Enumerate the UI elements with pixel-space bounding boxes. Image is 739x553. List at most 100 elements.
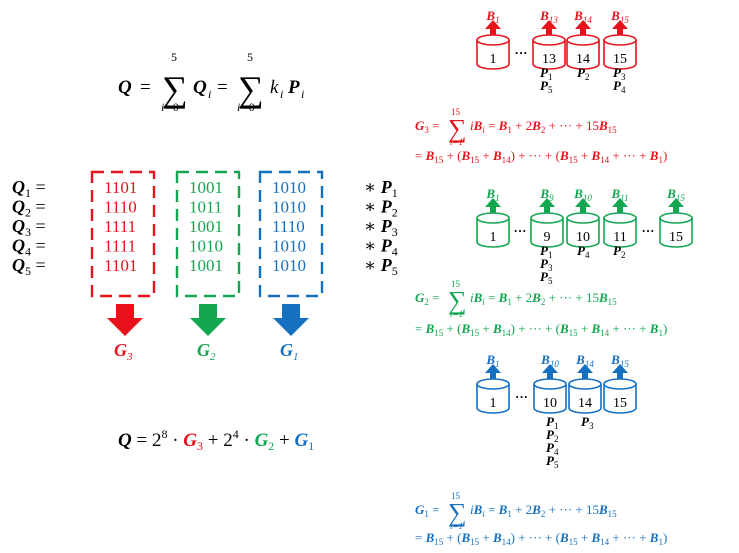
- svg-text:10: 10: [543, 396, 557, 411]
- eq-line1-rhs: iBi = B1 + 2B2 + ··· + 15B15: [470, 118, 617, 135]
- bucket-14: 14: [568, 378, 602, 414]
- svg-text:=: =: [140, 77, 151, 98]
- arrow-up-icon: [575, 20, 591, 36]
- svg-text:P: P: [287, 77, 300, 98]
- svg-text:∑: ∑: [238, 69, 264, 109]
- svg-text:k: k: [270, 77, 279, 98]
- eq-g-sub: 1: [424, 509, 429, 519]
- bucket-points-p1: P1: [540, 65, 552, 82]
- sum-lower: i=1: [450, 309, 463, 319]
- row-point-p3: ∗ P3: [364, 216, 398, 239]
- bucket-9: 9: [530, 212, 564, 248]
- bucket-label-b11: B11: [610, 186, 628, 203]
- arrow-down-icon-blue: [273, 304, 309, 336]
- arrow-up-icon: [575, 198, 591, 214]
- bits-g3-row4: 1111: [104, 237, 136, 256]
- bucket-10: 10: [566, 212, 600, 248]
- bucket-points-p3: P3: [613, 65, 626, 82]
- svg-text:11: 11: [613, 230, 626, 245]
- ellipsis: ···: [515, 389, 528, 404]
- svg-text:1: 1: [490, 52, 497, 67]
- svg-text:1: 1: [490, 230, 497, 245]
- svg-text:Q = 28 · G3 + 24 · G2 + G1: Q = 28 · G3 + 24 · G2 + G1: [118, 427, 314, 453]
- svg-text:i: i: [161, 100, 164, 114]
- sum-upper: 15: [451, 279, 461, 289]
- eq-line1: G1 =: [415, 502, 439, 519]
- row-label-q5: Q5 =: [12, 255, 46, 278]
- bucket-1: 1: [476, 378, 510, 414]
- eq-line1: G2 =: [415, 290, 439, 307]
- row-label-q2: Q2 =: [12, 197, 46, 220]
- sum-lower: i=1: [450, 521, 463, 531]
- bucket-points-p3: P3: [581, 414, 594, 431]
- bucket-label-b1: B1: [485, 352, 499, 369]
- label-g2: G2: [197, 340, 216, 363]
- bucket-label-b15: B15: [610, 352, 629, 369]
- label-g3: G3: [114, 340, 133, 363]
- eq-line2: = B15 + (B15 + B14) + ··· + (B15 + B14 +…: [415, 321, 667, 338]
- bucket-points-p1: P1: [540, 243, 552, 260]
- sum-symbol: ∑: [448, 114, 467, 143]
- bits-g1-row4: 1010: [272, 237, 306, 256]
- label-g1: G1: [280, 340, 299, 363]
- bucket-label-b10: B10: [573, 186, 592, 203]
- svg-text:=: =: [217, 77, 228, 98]
- bucket-label-b9: B9: [539, 186, 554, 203]
- row-point-p4: ∗ P4: [364, 236, 398, 259]
- svg-text:15: 15: [613, 52, 627, 67]
- bucket-1: 1: [476, 212, 510, 248]
- row-label-q1: Q1 =: [12, 177, 46, 200]
- svg-text:i: i: [237, 100, 240, 114]
- row-label-q4: Q4 =: [12, 236, 46, 259]
- eq-g-sub: 2: [424, 297, 429, 307]
- sum-upper: 15: [451, 107, 461, 117]
- svg-text:13: 13: [542, 52, 556, 67]
- bits-g1-row5: 1010: [272, 256, 306, 275]
- eq-line2: = B15 + (B15 + B14) + ··· + (B15 + B14 +…: [415, 148, 667, 165]
- bucket-11: 11: [603, 212, 637, 248]
- bucket-points-p5: P5: [546, 453, 559, 470]
- equation-top: Q = ∑ 5 i=0 Q i = ∑ 5 i=0 k i P i: [118, 50, 304, 114]
- bucket-10: 10: [533, 378, 567, 414]
- svg-text:i: i: [280, 87, 283, 101]
- arrow-up-icon: [577, 364, 593, 380]
- sum-symbol: ∑: [448, 286, 467, 315]
- bucket-points-p5: P5: [540, 269, 553, 286]
- bucket-points-p4: P4: [577, 243, 590, 260]
- eq-g-sub: 3: [424, 125, 429, 135]
- bucket-points-p4: P4: [546, 440, 559, 457]
- bucket-label-b1: B1: [485, 186, 499, 203]
- sum1-upper: 5: [171, 50, 177, 64]
- ellipsis: ···: [514, 45, 527, 60]
- svg-text:i: i: [208, 87, 211, 101]
- bits-g2-row3: 1001: [189, 217, 223, 236]
- bits-g2-row1: 1001: [189, 178, 223, 197]
- bits-g3-row1: 1101: [104, 178, 137, 197]
- svg-text:=0: =0: [166, 100, 179, 114]
- bucket-points-p2: P2: [577, 65, 589, 82]
- bucket-label-b14: B14: [573, 8, 592, 25]
- svg-text:∑: ∑: [162, 69, 188, 109]
- bucket-14: 14: [566, 34, 600, 70]
- arrow-up-icon: [612, 364, 628, 380]
- svg-text:14: 14: [578, 396, 592, 411]
- sum-upper: 15: [451, 491, 461, 501]
- bits-g1-row1: 1010: [272, 178, 306, 197]
- svg-text:=0: =0: [242, 100, 255, 114]
- bucket-label-b15: B15: [610, 8, 629, 25]
- bits-g3-row3: 1111: [104, 217, 136, 236]
- arrow-up-icon: [612, 198, 628, 214]
- bucket-15: 15: [659, 212, 693, 248]
- arrow-up-icon: [485, 198, 501, 214]
- bucket-points-p3: P3: [540, 256, 553, 273]
- bucket-points-p2: P2: [613, 243, 625, 260]
- bucket-label-b15: B15: [666, 186, 685, 203]
- bits-g1-row3: 1110: [272, 217, 305, 236]
- equation-bottom: Q = 28 · G3 + 24 · G2 + G1: [118, 427, 314, 453]
- arrow-down-icon-red: [107, 304, 143, 336]
- group-box-g2: [175, 170, 241, 298]
